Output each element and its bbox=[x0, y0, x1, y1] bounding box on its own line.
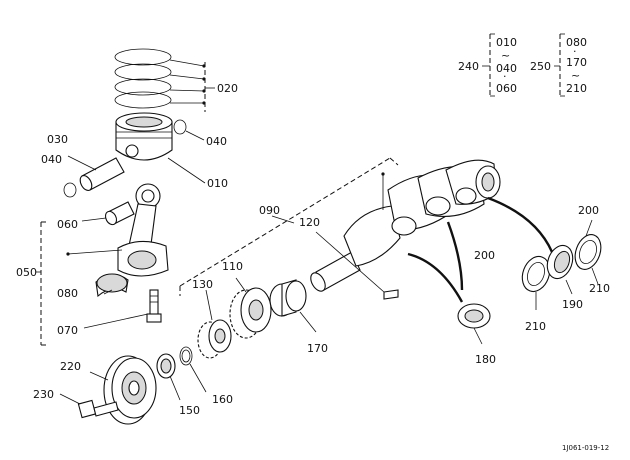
drawing-code: 1J061-019-12 bbox=[562, 444, 609, 452]
group-250: 250 080 · 170 ~ 210 bbox=[530, 33, 587, 97]
o-ring bbox=[179, 346, 207, 393]
group-250-bottom: 210 bbox=[566, 82, 587, 95]
crankshaft bbox=[310, 159, 501, 300]
small-end-bushing bbox=[81, 201, 135, 226]
label-180: 180 bbox=[475, 353, 496, 366]
group-240-tilde: ~ bbox=[501, 49, 510, 62]
circlip-left bbox=[63, 182, 77, 198]
oil-pump-gear bbox=[197, 289, 232, 359]
label-040-right: 040 bbox=[206, 135, 227, 148]
collar-150 bbox=[156, 353, 181, 401]
group-250-mid: 170 bbox=[566, 56, 587, 69]
piston-rings bbox=[114, 48, 172, 109]
label-020: 020 bbox=[217, 82, 238, 95]
label-230: 230 bbox=[33, 388, 54, 401]
group-250-dot: · bbox=[573, 45, 577, 58]
rod-bolt bbox=[83, 289, 162, 329]
label-210-right: 210 bbox=[589, 282, 610, 295]
label-080: 080 bbox=[57, 287, 78, 300]
group-250-top: 080 bbox=[566, 36, 587, 49]
label-050: 050 bbox=[16, 266, 37, 279]
crankshaft-group-bracket bbox=[179, 157, 399, 296]
thrust-washer-left bbox=[521, 255, 551, 310]
label-190: 190 bbox=[562, 298, 583, 311]
piston bbox=[115, 112, 206, 184]
circlip-right bbox=[173, 119, 205, 141]
label-110: 110 bbox=[222, 260, 243, 273]
thrust-washer-right bbox=[574, 219, 602, 285]
group-240: 240 010 ~ 040 · 060 bbox=[458, 33, 517, 97]
group-250-tilde: ~ bbox=[571, 69, 580, 82]
label-130: 130 bbox=[192, 278, 213, 291]
label-030: 030 bbox=[47, 133, 68, 146]
thrust-bearing bbox=[546, 244, 574, 295]
label-240: 240 bbox=[458, 60, 479, 73]
label-160: 160 bbox=[212, 393, 233, 406]
rod-bearing bbox=[95, 273, 129, 298]
group-240-top: 010 bbox=[496, 36, 517, 49]
rod-group-bracket bbox=[36, 221, 123, 346]
group-240-bottom: 060 bbox=[496, 82, 517, 95]
group-240-mid: 040 bbox=[496, 62, 517, 75]
label-070: 070 bbox=[57, 324, 78, 337]
label-250: 250 bbox=[530, 60, 551, 73]
label-200-right: 200 bbox=[578, 204, 599, 217]
ring-leaders bbox=[169, 59, 215, 112]
part-labels: 020 040 030 040 010 060 050 080 070 090 … bbox=[16, 82, 610, 417]
piston-pin bbox=[67, 155, 125, 191]
crank-gear bbox=[229, 277, 272, 339]
label-220: 220 bbox=[60, 360, 81, 373]
label-170: 170 bbox=[307, 342, 328, 355]
crank-pulley bbox=[89, 355, 157, 425]
label-150: 150 bbox=[179, 404, 200, 417]
label-200-left: 200 bbox=[474, 249, 495, 262]
label-090: 090 bbox=[259, 204, 280, 217]
label-060: 060 bbox=[57, 218, 78, 231]
label-210-left: 210 bbox=[525, 320, 546, 333]
bearing-arcs bbox=[407, 196, 554, 303]
label-010: 010 bbox=[207, 177, 228, 190]
pulley-nut bbox=[59, 393, 119, 419]
main-bearing bbox=[457, 303, 491, 345]
label-120: 120 bbox=[299, 216, 320, 229]
collar bbox=[269, 279, 317, 333]
group-240-dot: · bbox=[503, 70, 507, 83]
connecting-rod bbox=[117, 183, 169, 277]
label-040-left: 040 bbox=[41, 153, 62, 166]
